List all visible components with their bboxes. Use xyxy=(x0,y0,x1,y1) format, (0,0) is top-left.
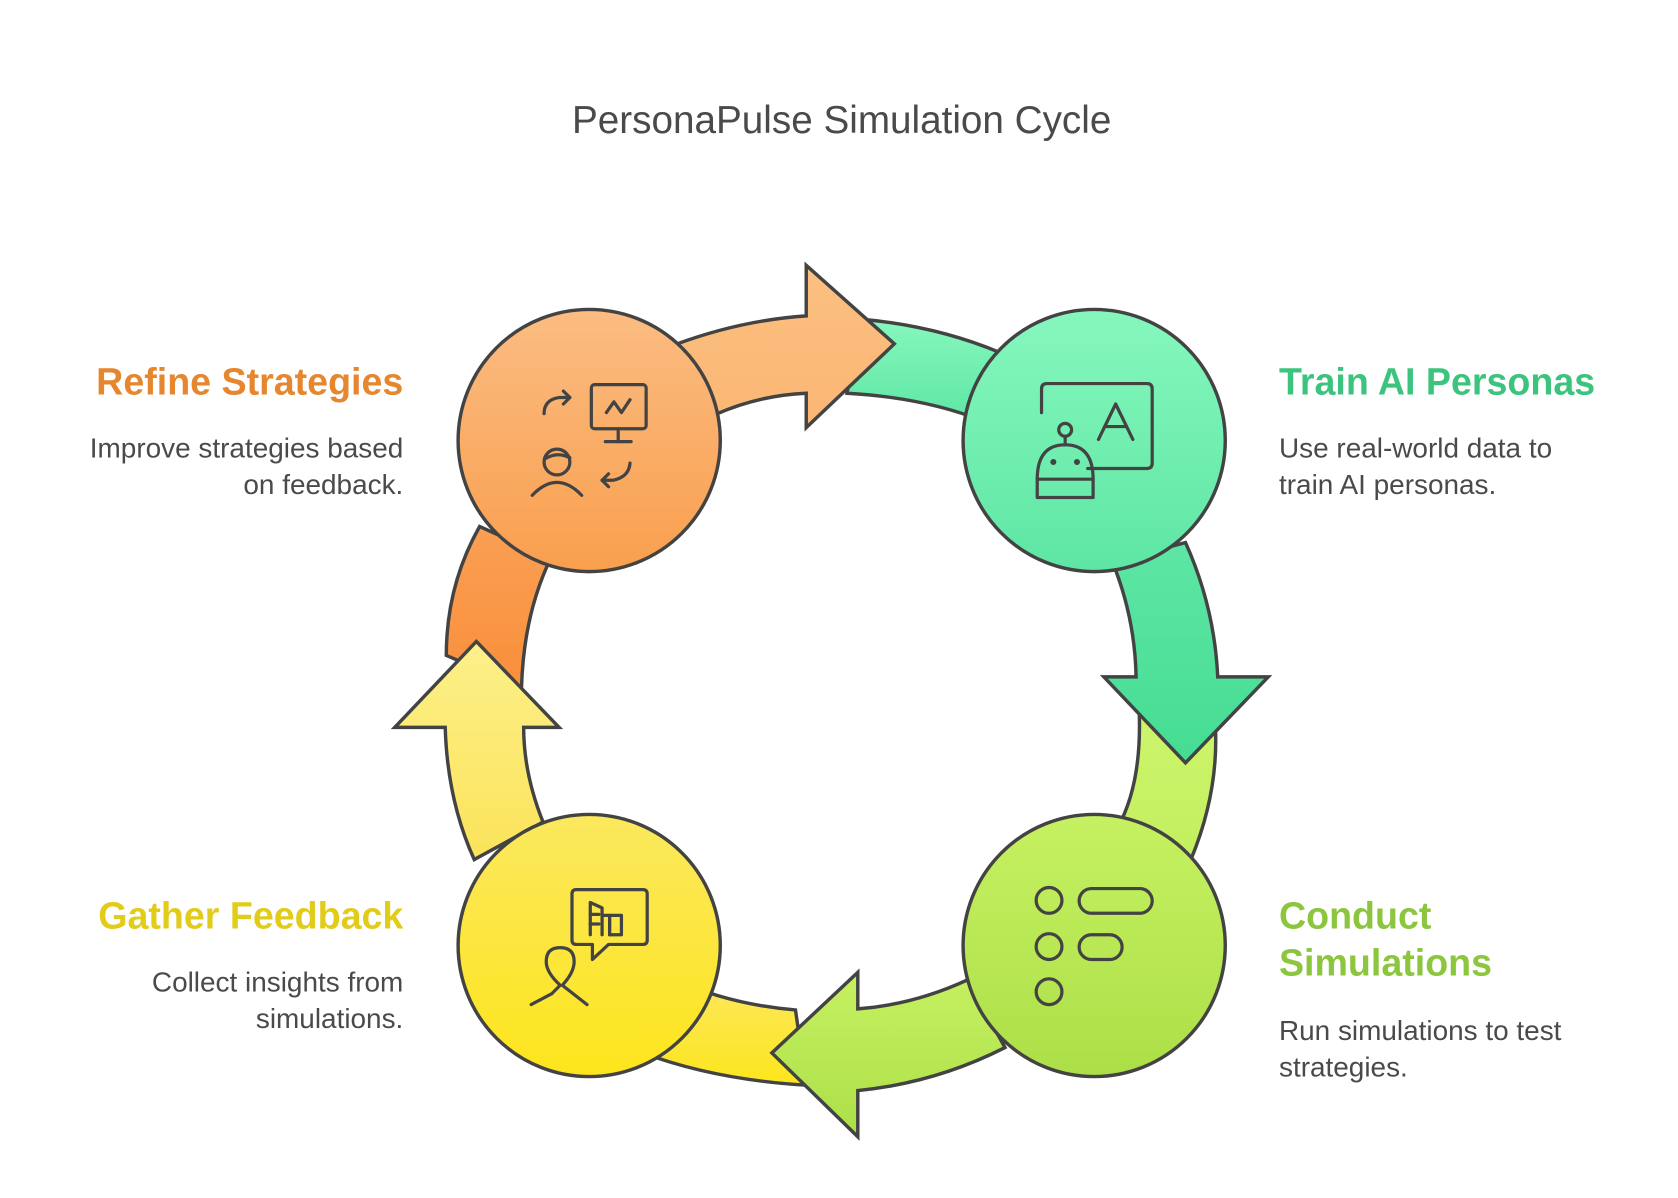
stage-node-train xyxy=(961,307,1227,574)
stage-desc-train-line1: Use real-world data to xyxy=(1279,433,1552,464)
stage-node-gather xyxy=(456,812,722,1079)
list-options-icon xyxy=(1034,885,1154,1007)
stage-title-gather: Gather Feedback xyxy=(98,894,403,936)
label-gather: Gather Feedback Collect insights from si… xyxy=(98,894,403,1034)
stage-desc-train-line2: train AI personas. xyxy=(1279,469,1496,500)
robot-teacher-icon xyxy=(1035,381,1154,500)
diagram-title: PersonaPulse Simulation Cycle xyxy=(572,99,1111,142)
arrow-conduct-to-gather xyxy=(769,968,1008,1141)
stage-desc-gather-line1: Collect insights from xyxy=(152,967,403,998)
person-presentation-cycle-icon xyxy=(530,383,648,497)
stage-title-refine: Refine Strategies xyxy=(96,360,403,402)
arrow-refine-to-train xyxy=(674,261,897,432)
arrow-train-to-conduct xyxy=(1099,540,1273,766)
stage-desc-gather-line2: simulations. xyxy=(256,1003,403,1034)
label-train: Train AI Personas Use real-world data to… xyxy=(1279,360,1595,500)
stage-title-conduct-line1: Conduct xyxy=(1279,894,1432,936)
person-chat-chart-icon xyxy=(529,888,649,1007)
stage-desc-refine-line1: Improve strategies based xyxy=(90,433,404,464)
stage-desc-refine-line2: on feedback. xyxy=(243,469,403,500)
label-conduct: Conduct Simulations Run simulations to t… xyxy=(1279,894,1562,1082)
stage-node-refine xyxy=(456,307,722,574)
arrow-gather-to-refine xyxy=(390,638,564,862)
stage-title-conduct-line2: Simulations xyxy=(1279,942,1492,984)
label-refine: Refine Strategies Improve strategies bas… xyxy=(90,360,404,500)
stage-node-conduct xyxy=(961,812,1227,1079)
stage-desc-conduct-line2: strategies. xyxy=(1279,1052,1408,1083)
stage-title-train: Train AI Personas xyxy=(1279,360,1595,402)
stage-desc-conduct-line1: Run simulations to test xyxy=(1279,1015,1562,1046)
